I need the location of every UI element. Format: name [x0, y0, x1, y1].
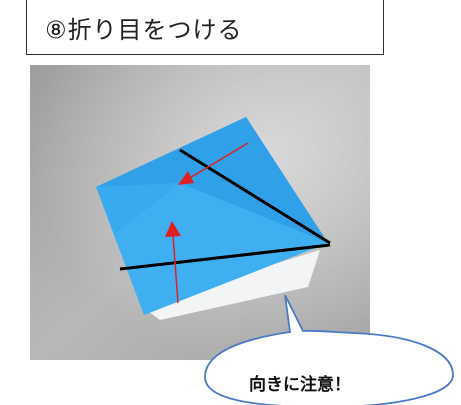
- fold-line-lower: [119, 243, 331, 271]
- step-title: ⑧折り目をつける: [45, 16, 243, 44]
- origami-photo: [30, 65, 370, 360]
- arrow-diagonal-shaft: [187, 142, 249, 180]
- paper-lower-flap: [114, 183, 328, 315]
- fold-line-upper: [179, 148, 331, 245]
- speech-bubble: [204, 295, 454, 405]
- speech-bubble-shape: [204, 295, 454, 405]
- arrow-up-head: [165, 221, 181, 237]
- paper-underside: [140, 250, 320, 320]
- speech-bubble-text: 向きに注意！: [249, 375, 351, 395]
- arrow-diagonal-head: [178, 171, 194, 185]
- step-title-box: ⑧折り目をつける: [26, 0, 384, 55]
- paper-fold-shade: [96, 117, 328, 243]
- arrow-up-shaft: [172, 234, 179, 304]
